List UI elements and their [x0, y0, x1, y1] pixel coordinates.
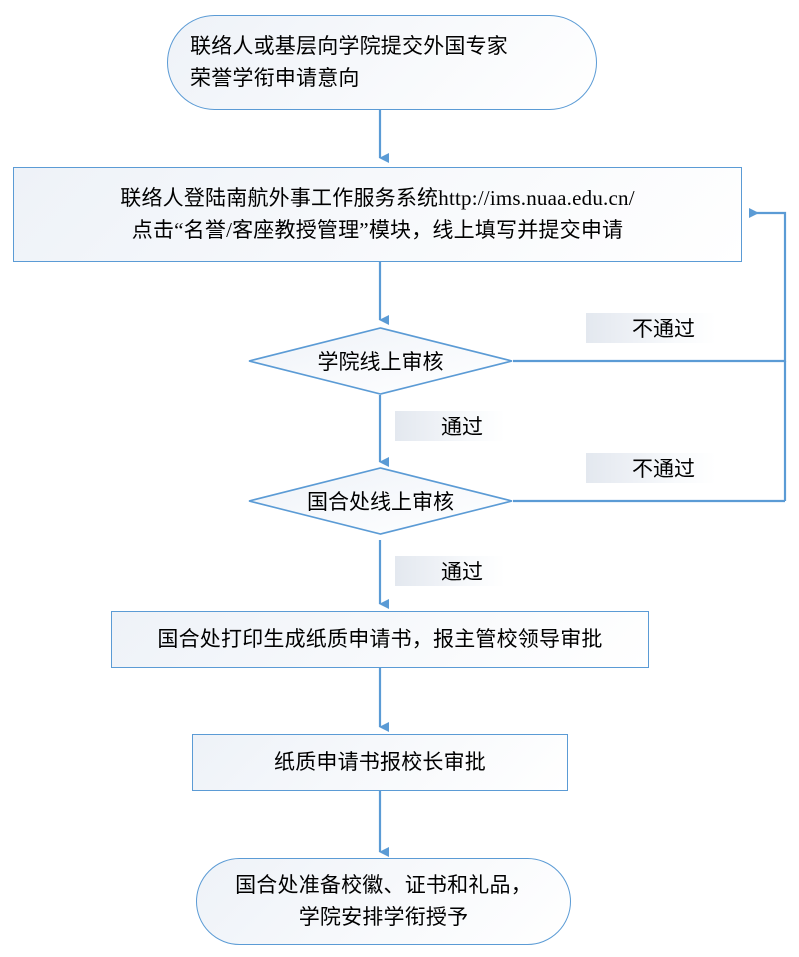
- diamond-shape-college: [248, 327, 513, 395]
- node-award[interactable]: 国合处准备校徽、证书和礼品， 学院安排学衔授予: [196, 858, 571, 945]
- node-print-apply-line-1: 国合处打印生成纸质申请书，报主管校领导审批: [157, 626, 603, 651]
- edge-label-office-pass: 通过: [395, 556, 505, 586]
- node-college-review-label: 学院线上审核: [317, 350, 444, 374]
- node-submit-line-2: 点击“名誉/客座教授管理”模块，线上填写并提交申请: [131, 217, 624, 242]
- edge-label-college-fail-text: 不通过: [632, 317, 695, 341]
- edge-label-college-pass: 通过: [395, 411, 505, 441]
- node-submit-line-1: 联络人登陆南航外事工作服务系统http://ims.nuaa.edu.cn/: [120, 186, 635, 211]
- edge-label-college-pass-text: 通过: [441, 415, 483, 439]
- node-award-line-1: 国合处准备校徽、证书和礼品，: [235, 873, 532, 898]
- node-start[interactable]: 联络人或基层向学院提交外国专家 荣誉学衔申请意向: [167, 15, 597, 110]
- node-start-line-1: 联络人或基层向学院提交外国专家: [190, 34, 508, 59]
- node-president-approve-line-1: 纸质申请书报校长审批: [274, 749, 486, 774]
- node-president-approve[interactable]: 纸质申请书报校长审批: [192, 734, 568, 791]
- edge-label-office-fail-text: 不通过: [632, 457, 695, 481]
- diamond-shape-office: [248, 467, 513, 535]
- node-college-review[interactable]: 学院线上审核: [248, 327, 513, 395]
- node-submit[interactable]: 联络人登陆南航外事工作服务系统http://ims.nuaa.edu.cn/ 点…: [13, 167, 742, 262]
- node-office-review[interactable]: 国合处线上审核: [248, 467, 513, 535]
- node-office-review-label: 国合处线上审核: [307, 490, 454, 514]
- node-start-line-2: 荣誉学衔申请意向: [190, 65, 360, 90]
- node-award-line-2: 学院安排学衔授予: [298, 904, 469, 929]
- edge-label-office-pass-text: 通过: [441, 560, 483, 584]
- edge-label-office-fail: 不通过: [586, 453, 716, 483]
- node-print-apply[interactable]: 国合处打印生成纸质申请书，报主管校领导审批: [111, 611, 649, 668]
- edge-label-college-fail: 不通过: [586, 313, 716, 343]
